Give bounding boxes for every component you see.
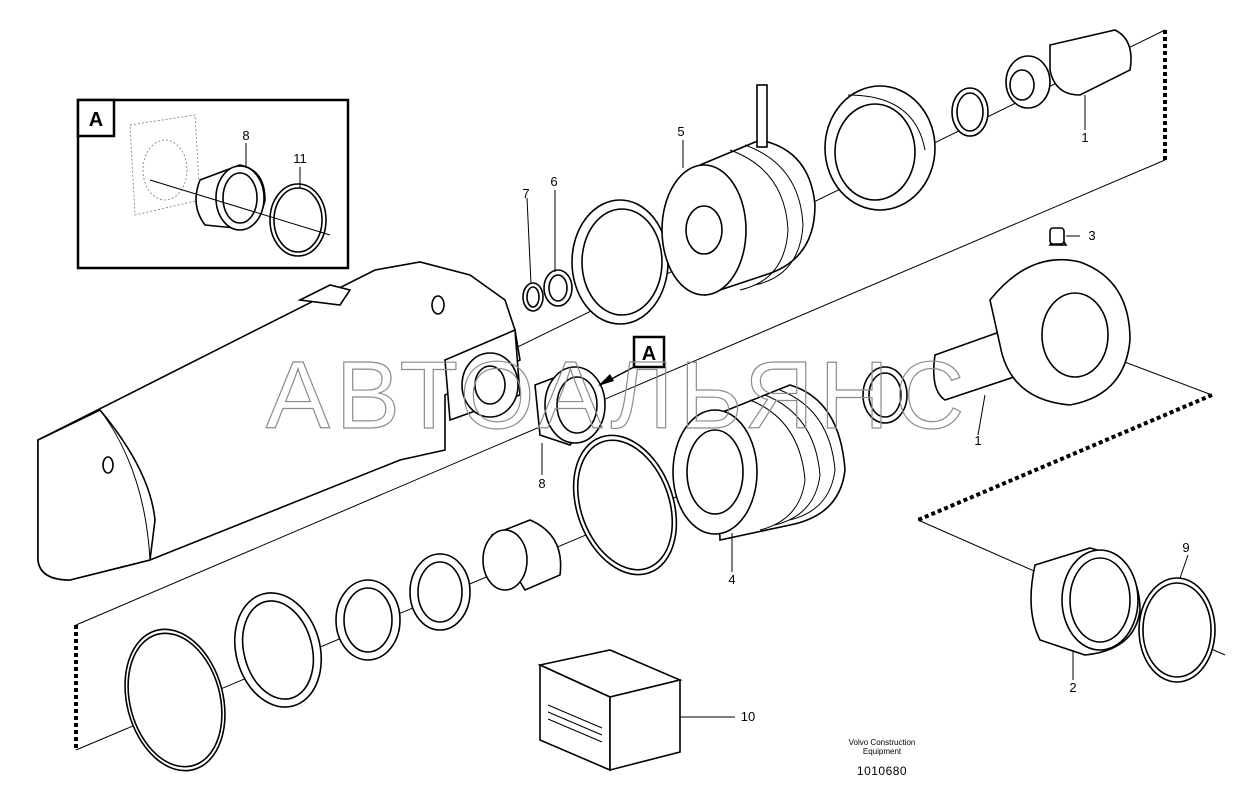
callout-seal-ring-right: 9 [1182, 540, 1189, 555]
callout-bushing: 2 [1069, 680, 1076, 695]
reference-letter: A [642, 343, 656, 365]
callout-bearing-main: 8 [538, 476, 545, 491]
callout-leaders [526, 95, 1189, 718]
piston-nut [824, 85, 936, 211]
piston [661, 84, 816, 297]
seal-ring-right [1138, 577, 1216, 683]
lower-seal-set [124, 519, 562, 772]
o-ring-upper [951, 87, 989, 137]
callout-seal-ring-inset: 11 [293, 151, 307, 166]
callout-piston-rod: 1 [974, 433, 981, 448]
bushing [1030, 547, 1141, 656]
piston-seal-ring [571, 199, 669, 325]
inset-detail-a: A [76, 98, 350, 270]
cylinder-head [672, 384, 846, 541]
callout-numbers: 1 1 2 3 4 5 6 7 8 8 9 10 11 [242, 124, 1189, 724]
snap-ring [522, 282, 544, 312]
grease-nipple [1049, 227, 1065, 245]
seal-kit-box [537, 649, 683, 772]
callout-snap-ring: 7 [522, 186, 529, 201]
document-number: 1010680 [857, 764, 907, 778]
callout-cylinder-head: 4 [728, 572, 735, 587]
head-wear-ring [862, 366, 908, 424]
callout-seal-kit: 10 [741, 709, 755, 724]
callout-spacer-ring: 6 [550, 174, 557, 189]
cylinder-head-o-ring [572, 434, 678, 576]
credit-line-2: Equipment [863, 747, 902, 756]
rod-eye [932, 231, 1131, 406]
watermark-text: АВТОАЛЬЯНС [266, 342, 970, 449]
callout-grease-nipple: 3 [1088, 228, 1095, 243]
callout-rod-eye: 1 [1081, 130, 1088, 145]
callout-piston: 5 [677, 124, 684, 139]
inset-letter: A [89, 109, 103, 131]
bearing-main [534, 366, 606, 446]
cylinder-tube [37, 261, 521, 581]
credit-line-1: Volvo Construction [849, 738, 916, 747]
piston-rod-end [1005, 29, 1132, 109]
callout-bearing-inset: 8 [242, 128, 249, 143]
spacer-ring [543, 269, 573, 307]
dashed-boundary-lines [74, 30, 1213, 750]
reference-a-flag: A [598, 335, 666, 386]
drawing-credit: Volvo Construction Equipment 1010680 [849, 738, 916, 778]
